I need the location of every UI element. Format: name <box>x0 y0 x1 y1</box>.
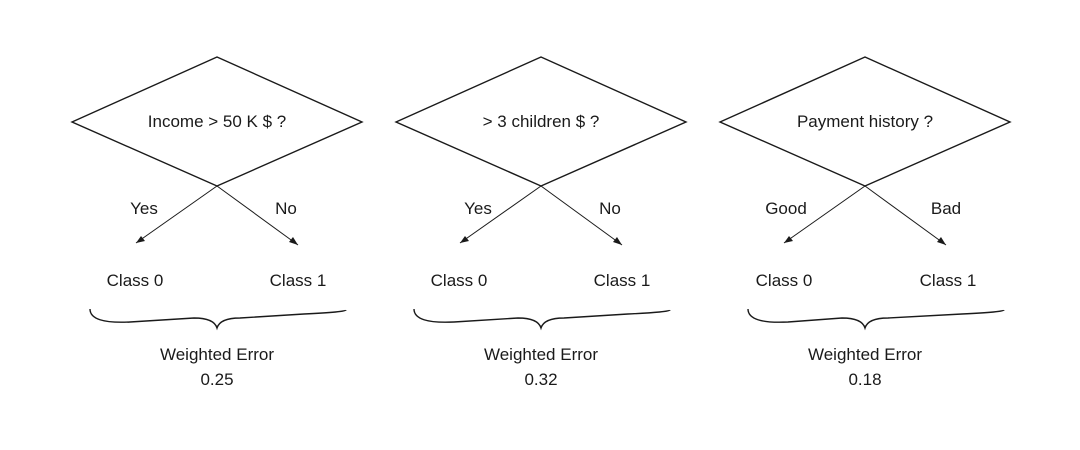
right-branch-arrow <box>216 185 299 246</box>
curly-brace <box>413 308 671 331</box>
stump-1-graphics <box>70 56 364 331</box>
left-branch-label: Yes <box>464 199 492 218</box>
left-arrowhead <box>460 236 469 243</box>
weighted-error-label: Weighted Error <box>159 345 275 364</box>
weighted-error-value: 0.25 <box>200 370 234 389</box>
weighted-error-value: 0.32 <box>524 370 558 389</box>
weighted-error-label: Weighted Error <box>807 345 923 364</box>
left-branch-arrow <box>135 185 218 244</box>
right-branch-arrow <box>540 185 623 246</box>
left-branch-arrow <box>459 185 542 244</box>
decision-node-diamond <box>394 56 688 187</box>
left-arrowhead <box>784 236 793 243</box>
decision-stump-2: > 3 children $ ? Yes No Class 0 Class 1 … <box>360 0 720 450</box>
decision-node-diamond <box>718 56 1012 187</box>
curly-brace <box>89 308 347 331</box>
decision-stump-1: Income > 50 K $ ? Yes No Class 0 Class 1… <box>36 0 396 450</box>
right-branch-label: Bad <box>930 199 962 218</box>
right-arrowhead <box>289 237 298 245</box>
right-leaf-label: Class 1 <box>593 271 651 290</box>
left-branch-arrow <box>783 185 866 244</box>
right-arrowhead <box>937 237 946 245</box>
right-leaf-label: Class 1 <box>269 271 327 290</box>
decision-question: Income > 50 K $ ? <box>147 112 287 131</box>
decision-node-diamond <box>70 56 364 187</box>
left-branch-label: Good <box>765 199 807 218</box>
right-branch-label: No <box>275 199 297 218</box>
left-branch-label: Yes <box>130 199 158 218</box>
right-branch-label: No <box>599 199 621 218</box>
decision-stump-3: Payment history ? Good Bad Class 0 Class… <box>684 0 1044 450</box>
right-arrowhead <box>613 237 622 245</box>
decision-question: Payment history ? <box>796 112 934 131</box>
left-arrowhead <box>136 236 145 243</box>
stump-2-graphics <box>394 56 688 331</box>
decision-question: > 3 children $ ? <box>482 112 600 131</box>
stump-3-graphics <box>718 56 1012 331</box>
left-leaf-label: Class 0 <box>430 271 488 290</box>
right-branch-arrow <box>864 185 947 246</box>
right-leaf-label: Class 1 <box>919 271 977 290</box>
curly-brace <box>747 308 1005 331</box>
weighted-error-label: Weighted Error <box>483 345 599 364</box>
left-leaf-label: Class 0 <box>755 271 813 290</box>
weighted-error-value: 0.18 <box>848 370 882 389</box>
left-leaf-label: Class 0 <box>106 271 164 290</box>
